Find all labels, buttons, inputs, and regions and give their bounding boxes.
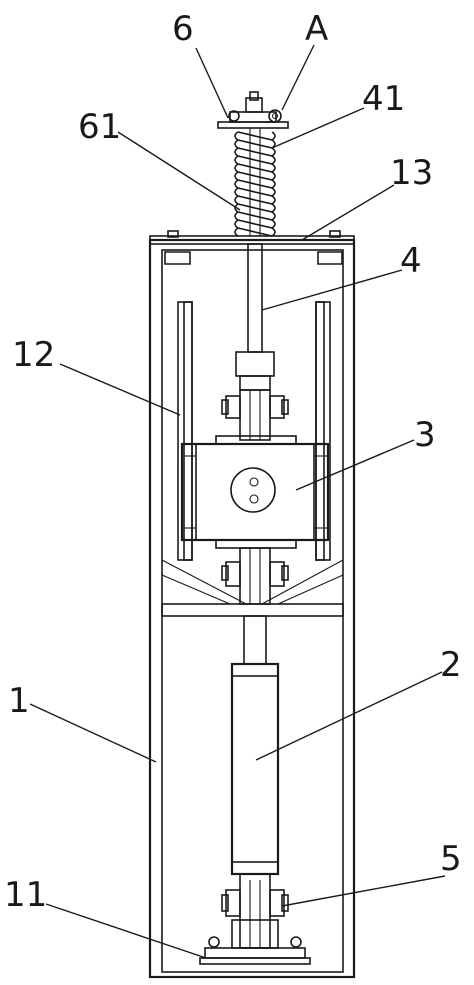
- part-labels: 6 A 41 61 13 4 12 3 2 1 5 11: [4, 9, 462, 915]
- upper-rod: [247, 243, 263, 353]
- label-a: A: [305, 9, 328, 49]
- label-11: 11: [4, 875, 47, 915]
- label-3: 3: [414, 415, 436, 455]
- upper-clevis: [215, 351, 297, 445]
- label-13: 13: [390, 153, 433, 193]
- lower-clevis: [215, 539, 297, 605]
- label-61: 61: [78, 107, 121, 147]
- top-spring-assembly: [217, 91, 289, 237]
- label-4: 4: [400, 241, 422, 281]
- label-1: 1: [8, 681, 30, 721]
- label-12: 12: [12, 335, 55, 375]
- leader-lines: [29, 44, 446, 959]
- hydraulic-cylinder: [230, 615, 280, 876]
- label-5: 5: [440, 839, 462, 879]
- label-41: 41: [362, 79, 405, 119]
- guide-rails: [161, 301, 344, 605]
- label-6: 6: [172, 9, 194, 49]
- label-2: 2: [440, 645, 462, 685]
- bottom-mount: [199, 873, 311, 965]
- slider-block: [180, 442, 330, 542]
